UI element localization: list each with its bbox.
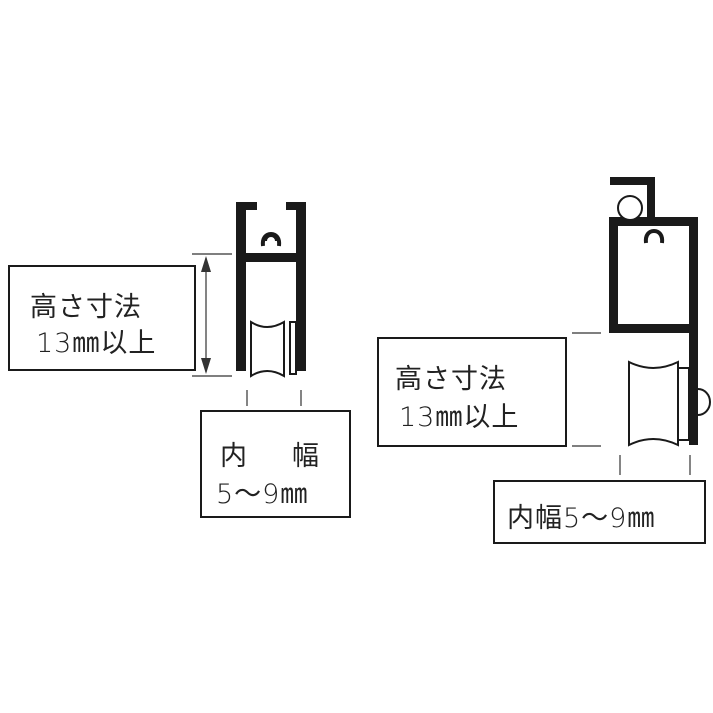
left-rail-right-wall <box>296 202 306 371</box>
right-hook-top <box>610 177 655 185</box>
right-wheel <box>628 360 679 447</box>
right-height-label-line1: 高さ寸法 <box>395 364 507 395</box>
left-width-label-line2: 5～9㎜ <box>216 479 309 510</box>
left-dim-arrow-up-icon <box>201 256 211 272</box>
left-height-label-box: 高さ寸法 13㎜以上 <box>8 265 196 371</box>
right-rail <box>609 177 698 445</box>
left-rail-right-flange <box>286 202 306 210</box>
left-rail-left-flange <box>236 202 257 210</box>
right-c-clip <box>643 228 665 244</box>
right-width-label-line1: 内幅5～9㎜ <box>507 503 656 534</box>
right-box-left <box>609 217 618 333</box>
left-dim-arrow-down-icon <box>201 358 211 374</box>
left-rail-crossbar <box>246 253 296 262</box>
right-knob <box>697 388 711 416</box>
left-c-clip-lower <box>260 231 282 247</box>
left-height-label-line2: 13㎜以上 <box>36 328 157 359</box>
right-roller <box>617 195 643 221</box>
right-height-label-box: 高さ寸法 13㎜以上 <box>377 337 567 447</box>
right-hook-stem <box>647 177 655 222</box>
right-box-bottom <box>609 324 698 333</box>
left-width-label-char2: 幅 <box>292 441 320 472</box>
left-width-label-box: 内 幅 5～9㎜ <box>200 410 351 518</box>
right-width-label-box: 内幅5～9㎜ <box>493 480 706 544</box>
left-wheel <box>250 320 285 378</box>
right-axle <box>677 367 690 441</box>
right-height-label-line2: 13㎜以上 <box>399 402 520 433</box>
left-rail-left-wall <box>236 202 246 371</box>
right-box-right-wall <box>689 217 698 445</box>
left-side-plate <box>289 321 297 375</box>
left-width-label-char1: 内 <box>220 441 248 472</box>
left-height-label-line1: 高さ寸法 <box>30 292 142 323</box>
right-box-top <box>609 217 698 226</box>
left-rail <box>236 202 306 371</box>
